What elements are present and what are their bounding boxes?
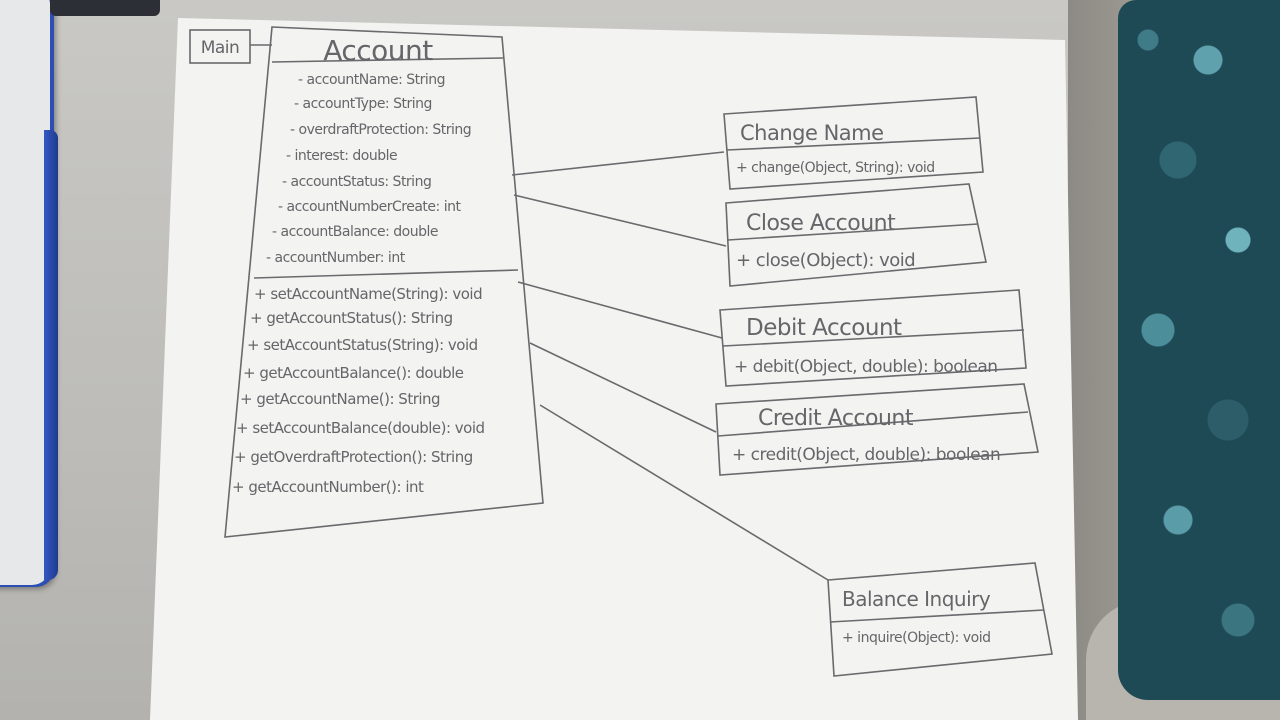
laptop-edge: [0, 0, 50, 585]
laptop-blue-trim: [44, 130, 58, 580]
patterned-notebook: [1118, 0, 1280, 700]
dark-object: [50, 0, 160, 16]
